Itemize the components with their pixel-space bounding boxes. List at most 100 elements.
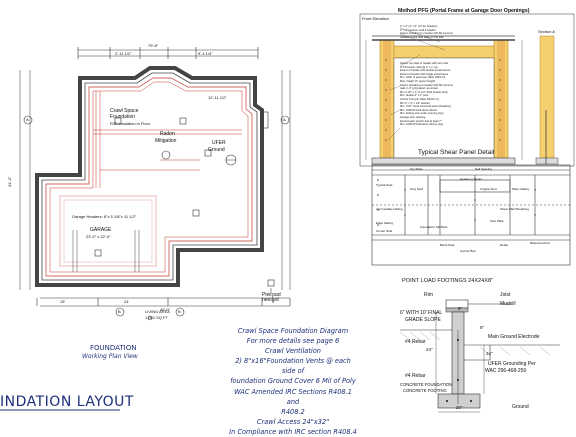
portal-callout: Min 3 1/2" x 3" (1 1/2" thick double stu… bbox=[400, 90, 448, 94]
dim-right-bottom: 5' bbox=[272, 299, 275, 304]
section-mark-a-right: A bbox=[283, 117, 286, 122]
portal-callout: 2" x 4" between wall & header bbox=[400, 28, 436, 32]
portal-callout: Fasten sheathing to header with 8d commo… bbox=[400, 32, 454, 35]
front-elevation-label: Front Elevation bbox=[362, 16, 389, 21]
shear-label: Rebar bbox=[500, 243, 509, 247]
ufer-grounding-label: UFER Grounding Per bbox=[488, 361, 536, 367]
rebar-label-1: #4 Rebar bbox=[405, 339, 426, 345]
ground-label: Ground bbox=[208, 147, 225, 153]
portal-title: Method PFG (Portal Frame at Garage Door … bbox=[398, 8, 530, 14]
dim-24a: 24" bbox=[426, 347, 433, 352]
living-area-value: 1,051 SQ FT bbox=[145, 315, 168, 320]
dim-6: 6" bbox=[458, 306, 463, 311]
note-line: Crawl Space Foundation Diagram bbox=[237, 327, 349, 335]
concrete-foundation-label: CONCRETE FOUNDATION bbox=[400, 382, 453, 387]
portal-callout: Min. double 2" x 4" post bbox=[400, 94, 429, 98]
shear-label: Intermediate Nailing bbox=[376, 207, 403, 211]
portal-callout: Min. 7/16" wood structural panel sheathi… bbox=[400, 105, 451, 109]
portal-callout: Min. width of panel per Table R602.10 bbox=[400, 76, 446, 80]
dim-8: 8" bbox=[480, 325, 485, 330]
foundation-label: Foundation bbox=[110, 114, 136, 120]
portal-callout: Min. footing size under opening (typ) bbox=[400, 112, 444, 116]
section-mark-a-left: A bbox=[26, 117, 29, 122]
with-final-label: 6" WITH 10' FINAL bbox=[400, 310, 443, 316]
note-line: For more details see page 6 bbox=[246, 337, 340, 346]
portal-callout: Header to jack stud strap on the side bbox=[400, 35, 444, 39]
shear-label: Edge Nailing bbox=[376, 221, 394, 225]
garage-headers: Garage Headers: 8"x 5 1/8"x 11 1/2" bbox=[72, 214, 137, 219]
section-a-label: Section A bbox=[538, 29, 555, 34]
dim-bottom-left: 15' bbox=[60, 299, 66, 304]
dim-mid: 12'-11 1/2" bbox=[208, 95, 227, 100]
dim-top-right: 9'-4 1/4" bbox=[198, 51, 213, 56]
rebar-label-2: #4 Rebar bbox=[405, 373, 426, 379]
dim-bottom: 40'-0" bbox=[160, 307, 171, 312]
dim-left: 41'-4" bbox=[7, 176, 13, 188]
section-mark-b-right: B bbox=[178, 309, 181, 314]
crawl-label: Crawl Space bbox=[110, 108, 139, 114]
dim-24b: 24" bbox=[486, 351, 493, 356]
shear-label: Header or Beam bbox=[460, 177, 483, 181]
portal-callout: Fasten sheathing to header with 8d commo… bbox=[400, 83, 454, 87]
dim-bottom-mid: 24' bbox=[124, 299, 130, 304]
note-line: R408.2 bbox=[281, 407, 305, 416]
shear-label: Shear Wall Sheathing bbox=[500, 207, 529, 211]
notes-block: Crawl Space Foundation Diagram For more … bbox=[228, 326, 358, 437]
shear-label: Typical Stud bbox=[376, 183, 393, 187]
wac-label: WAC 296-468-250 bbox=[485, 368, 527, 374]
portal-callout: of 16d sinker nails @ 3" o.c. typ. bbox=[400, 65, 439, 69]
portal-callout: Min. 1000 lbf hold-down device bbox=[400, 108, 438, 112]
banner-title: INDATION LAYOUT bbox=[0, 394, 134, 410]
portal-callout: Max. height 10' (panel height) bbox=[400, 79, 436, 83]
pier-note: Pier pad needed bbox=[262, 292, 281, 303]
portal-callout: Anchor bolt (per Table R403.1.6) bbox=[400, 97, 439, 101]
rim-label: Rim bbox=[424, 292, 433, 298]
shear-label: Nail Spacing bbox=[475, 167, 492, 171]
portal-callouts-upper: 2" x 4" (2" x 6" min for headers) 2" x 4… bbox=[400, 25, 500, 39]
portal-callout: Extent of header with single portal fram… bbox=[400, 72, 449, 76]
insulation-label: R30 Insulation in Floor bbox=[110, 121, 151, 126]
shear-label: Sole Plate bbox=[490, 219, 504, 223]
shear-label: Top Plate bbox=[410, 167, 423, 171]
concrete-footing-label: CONCRETE FOOTING bbox=[403, 388, 447, 393]
section-mark-b-left: B bbox=[118, 309, 121, 314]
note-line: foundation Ground Cover 6 Mil of Poly bbox=[230, 377, 356, 386]
note-line: Crawl Ventilation bbox=[265, 347, 321, 356]
dim-top-left: 2'-11 1/2" bbox=[115, 51, 132, 56]
portal-callout: Garage door opening bbox=[400, 115, 426, 119]
joist-label: Joist bbox=[500, 292, 511, 298]
note-line: 2) 8"x16"Foundation Vents @ each side of bbox=[235, 357, 351, 376]
mudsill-label: Mudsill bbox=[500, 301, 516, 307]
note-line: Crawl Access 24"x32" bbox=[256, 417, 330, 426]
radon-label: Radon bbox=[160, 131, 175, 137]
garage-label: GARAGE bbox=[90, 227, 112, 233]
portal-callouts-mid: Fasten top plate to header with two rows… bbox=[400, 62, 500, 127]
footing-title: POINT LOAD FOOTINGS 24X24X8" bbox=[402, 278, 494, 284]
shear-label: Cripple Stud bbox=[480, 187, 497, 191]
shear-label: Anchor Bolt bbox=[460, 249, 476, 253]
shear-label: King Stud bbox=[410, 187, 424, 191]
portal-callout: Extent of header with double portal fram… bbox=[400, 69, 451, 73]
shear-label: Plate Nailing bbox=[512, 187, 529, 191]
shear-label: Bolted Anchors bbox=[530, 241, 551, 245]
main-ground-label: Main Ground Electrode bbox=[488, 334, 540, 340]
shear-label: Block Stud bbox=[440, 243, 455, 247]
living-area-label: LIVING AREA bbox=[145, 309, 170, 314]
portal-callout: 2" x 4" (2" x 6" min for headers) bbox=[400, 25, 438, 28]
shear-title: Typical Shear Panel Detail bbox=[418, 149, 495, 156]
ground-label-footing: Ground bbox=[512, 404, 529, 410]
foundation-subtitle: Working Plan View bbox=[82, 353, 138, 360]
mitigation-label: Mitigation bbox=[155, 138, 177, 144]
dim-20: 20" bbox=[456, 405, 463, 410]
dim-top: 79'-8" bbox=[148, 43, 159, 48]
grade-slope-label: GRADE SLOPE bbox=[405, 317, 441, 323]
portal-callout: Embed each anchor bolt at least 7" bbox=[400, 119, 442, 123]
portal-callout: Min. 1000 lbf hold-down device (typ) bbox=[400, 123, 444, 127]
portal-callout: Min 3" x 3" x 1/4" washer bbox=[400, 101, 430, 105]
shear-label: Corner Stud bbox=[376, 229, 393, 233]
ufer-label: UFER bbox=[212, 140, 226, 146]
portal-callout: nails in 3" grid pattern as shown bbox=[400, 87, 439, 91]
foundation-title: FOUNDATION bbox=[90, 344, 137, 352]
portal-callout: Fasten top plate to header with two rows bbox=[400, 62, 449, 65]
